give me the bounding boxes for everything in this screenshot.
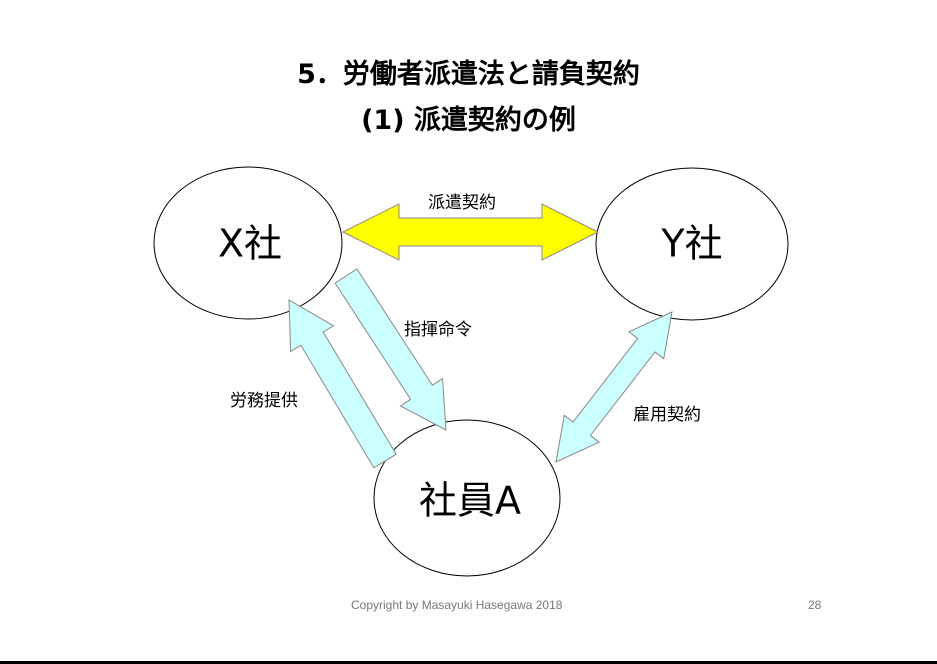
employment-contract-arrow <box>555 311 673 463</box>
y-company-circle <box>595 167 789 321</box>
employment-contract-label: 雇用契約 <box>633 405 701 425</box>
labor-arrow <box>288 299 397 469</box>
x-company-label: X社 <box>217 221 283 266</box>
slide-title: 5．労働者派遣法と請負契約 <box>297 59 640 90</box>
bottom-border <box>0 661 937 664</box>
command-label: 指揮命令 <box>404 320 472 340</box>
x-company-circle <box>153 166 343 320</box>
slide-subtitle: (1) 派遣契約の例 <box>361 105 576 136</box>
labor-label: 労務提供 <box>230 391 298 411</box>
dispatch-contract-label: 派遣契約 <box>428 193 496 213</box>
y-company-label: Y社 <box>661 221 723 266</box>
command-arrow <box>334 268 447 431</box>
page-number: 28 <box>808 598 822 612</box>
dispatch-contract-arrow <box>341 203 600 261</box>
employee-label: 社員A <box>419 478 521 523</box>
employee-circle <box>373 419 561 577</box>
copyright: Copyright by Masayuki Hasegawa 2018 <box>351 598 563 612</box>
